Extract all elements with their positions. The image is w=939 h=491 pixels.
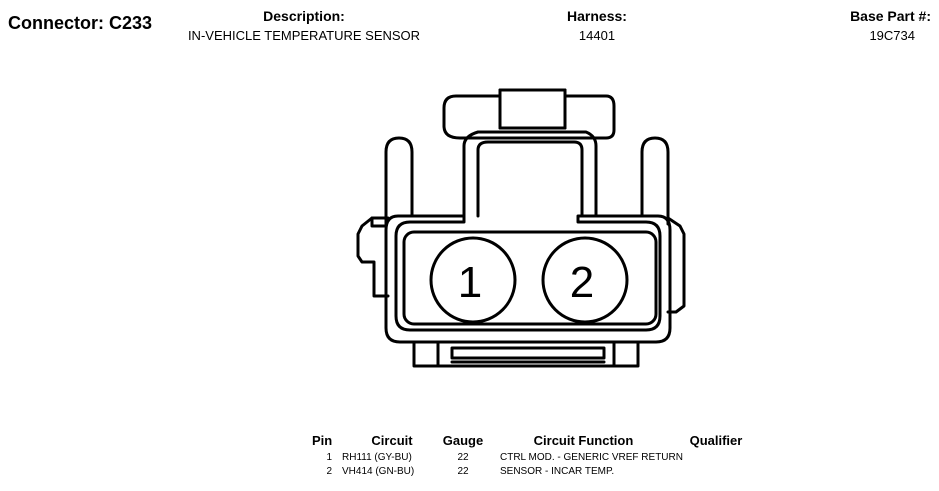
pin-table: Pin Circuit Gauge Circuit Function Quali…: [312, 433, 749, 479]
circuit-cell: RH111 (GY-BU): [342, 452, 412, 463]
left-side-ear: [356, 216, 390, 298]
description-value: IN-VEHICLE TEMPERATURE SENSOR: [187, 28, 421, 43]
column-header-pin: Pin: [312, 433, 333, 448]
bottom-lock-bar: [412, 340, 640, 368]
circuit-cell: VH414 (GN-BU): [342, 466, 415, 477]
column-header-circuit-function: Circuit Function: [533, 433, 634, 448]
latch-tower: [462, 130, 598, 218]
column-header-gauge: Gauge: [442, 433, 484, 448]
pin-cavity: [402, 230, 658, 326]
description-label: Description:: [263, 8, 345, 24]
pin-cell: 1: [326, 452, 332, 463]
qualifier-cell: [683, 465, 749, 479]
pin-1-circle: [429, 236, 517, 324]
function-cell: SENSOR - INCAR TEMP.: [500, 466, 615, 477]
right-guide-rail: [640, 136, 670, 226]
table-row: 2 VH414 (GN-BU) 22 SENSOR - INCAR TEMP.: [312, 465, 749, 479]
column-header-qualifier: Qualifier: [689, 433, 743, 448]
gauge-cell: 22: [457, 452, 469, 463]
pin-cell: 2: [326, 466, 332, 477]
qualifier-cell: [683, 451, 749, 465]
harness-value: 14401: [578, 28, 616, 43]
column-header-circuit: Circuit: [371, 433, 413, 448]
right-side-ear: [666, 216, 686, 314]
left-guide-rail: [384, 136, 414, 226]
pin-2-circle: [541, 236, 629, 324]
harness-label: Harness:: [567, 8, 627, 24]
function-cell: CTRL MOD. - GENERIC VREF RETURN: [500, 452, 683, 463]
pin-1-label: 1: [458, 258, 482, 307]
connector-title: Connector: C233: [8, 13, 153, 33]
pin-table-header-row: Pin Circuit Gauge Circuit Function Quali…: [312, 433, 749, 451]
pin-2-label: 2: [570, 258, 594, 307]
housing-outer: [384, 214, 672, 344]
base-part-label: Base Part #:: [850, 8, 931, 24]
base-part-value: 19C734: [869, 28, 915, 43]
locking-tab: [442, 88, 616, 140]
table-row: 1 RH111 (GY-BU) 22 CTRL MOD. - GENERIC V…: [312, 451, 749, 465]
gauge-cell: 22: [457, 466, 469, 477]
